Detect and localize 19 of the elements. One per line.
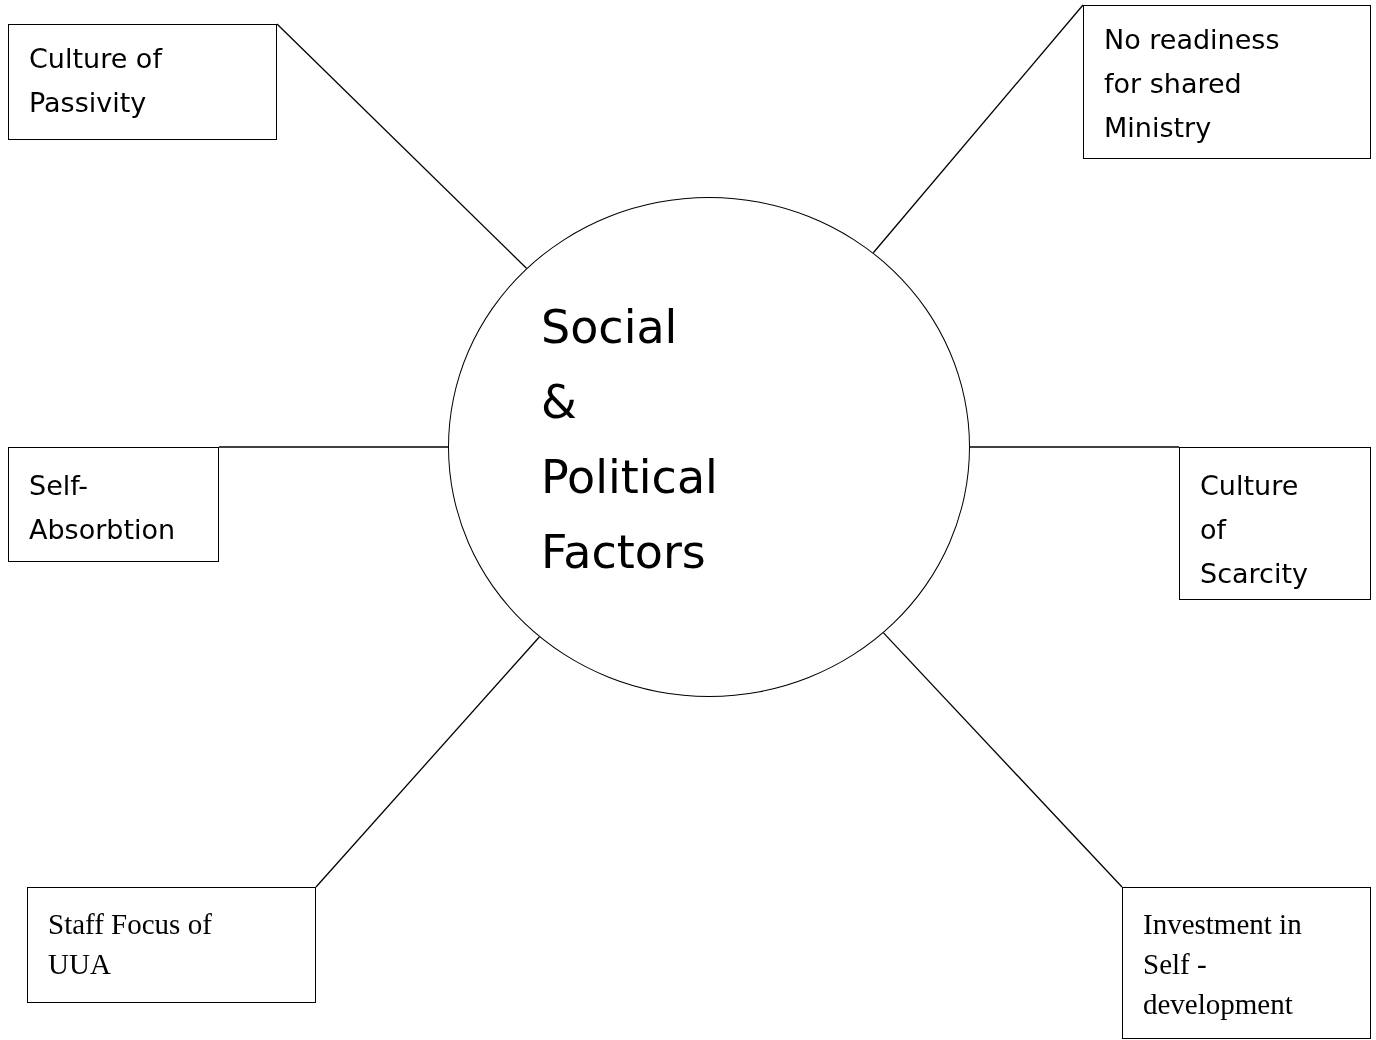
factor-box bbox=[1083, 5, 1371, 159]
connector-line bbox=[882, 632, 1123, 888]
connector-line bbox=[969, 446, 1180, 448]
factor-box bbox=[8, 447, 219, 562]
connector-line bbox=[218, 446, 449, 448]
box-label: Culture of Scarcity bbox=[1200, 469, 1309, 591]
connector-line bbox=[872, 4, 1084, 254]
box-label: Self- Absorbtion bbox=[29, 469, 177, 547]
circle-label: Social & Political Factors bbox=[541, 299, 719, 581]
box-label: No readiness for shared Ministry bbox=[1104, 23, 1281, 145]
box-label: Investment in Self - development bbox=[1143, 907, 1303, 1022]
connector-line bbox=[276, 23, 528, 269]
connector-line bbox=[315, 636, 540, 888]
factor-box bbox=[1122, 887, 1371, 1039]
box-label: Culture of Passivity bbox=[29, 42, 164, 120]
factor-box bbox=[8, 24, 277, 140]
factor-box bbox=[27, 887, 316, 1003]
factor-box bbox=[1179, 447, 1371, 600]
box-label: Staff Focus of UUA bbox=[48, 907, 213, 982]
